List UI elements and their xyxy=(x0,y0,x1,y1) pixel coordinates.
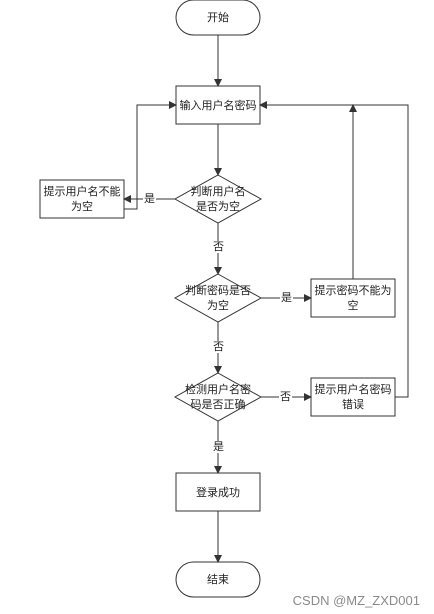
edge-label-yes-3: 是 xyxy=(212,440,225,453)
edge-label-yes-1: 是 xyxy=(143,192,156,205)
input-label: 输入用户名密码 xyxy=(179,98,257,112)
edge-prompt-error-back xyxy=(259,101,409,398)
prompt-user-empty-label: 提示用户名不能为空 xyxy=(43,185,121,213)
start-label: 开始 xyxy=(207,11,229,24)
verify-label: 检测用户名密码是否正确 xyxy=(185,383,251,411)
input-box xyxy=(175,85,261,125)
login-success-box xyxy=(175,472,261,512)
login-success-label: 登录成功 xyxy=(196,485,240,499)
edge-label-no-3: 否 xyxy=(279,390,292,403)
end-label: 结束 xyxy=(207,573,229,586)
check-user-empty-label: 判断用户名是否为空 xyxy=(190,185,246,213)
prompt-pwd-empty-box xyxy=(310,278,396,318)
watermark: CSDN @MZ_ZXD001 xyxy=(292,593,420,608)
edge-prompt-user-back xyxy=(124,101,177,210)
prompt-pwd-empty-label: 提示密码不能为空 xyxy=(314,284,392,312)
prompt-user-empty-box xyxy=(39,179,125,219)
prompt-error-box xyxy=(310,377,396,417)
prompt-error-label: 提示用户名密码错误 xyxy=(314,383,392,411)
edge-label-no-2: 否 xyxy=(212,340,225,353)
check-pwd-empty-label: 判断密码是否为空 xyxy=(185,284,251,312)
edge-label-no-1: 否 xyxy=(212,240,225,253)
edge-label-yes-2: 是 xyxy=(280,291,293,304)
